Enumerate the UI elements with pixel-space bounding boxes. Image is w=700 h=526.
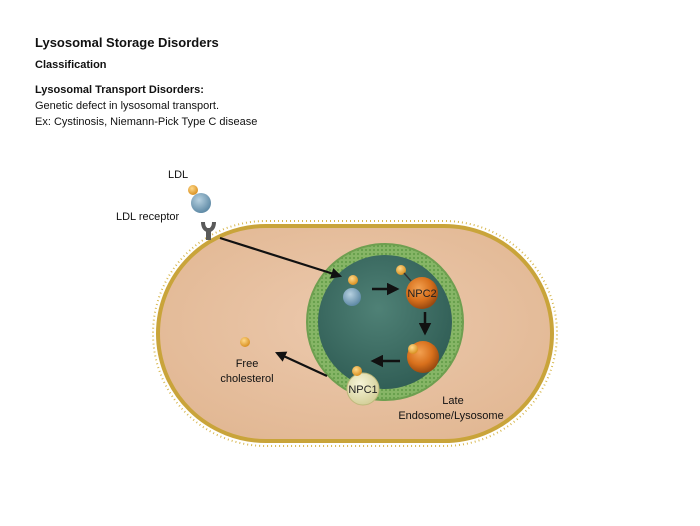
- lysosome-label-line2: Endosome/Lysosome: [398, 410, 503, 422]
- description-line: Genetic defect in lysosomal transport.: [35, 100, 220, 112]
- npc2-label: NPC2: [407, 288, 436, 300]
- npc1-protein-icon: [346, 372, 380, 406]
- ldl-receptor-stem: [206, 228, 211, 240]
- free-cholesterol-label-line1: Free: [236, 358, 259, 370]
- ldl-lysosome-icon: [343, 288, 361, 306]
- ldl-receptor-label: LDL receptor: [116, 211, 180, 223]
- cholesterol-ldl-icon: [348, 275, 358, 285]
- cholesterol-npc2-icon: [396, 265, 406, 275]
- example-line: Ex: Cystinosis, Niemann-Pick Type C dise…: [35, 116, 258, 128]
- page-title: Lysosomal Storage Disorders: [35, 35, 219, 50]
- plasma-membrane: [152, 220, 558, 447]
- ldl-particle-icon: [191, 193, 211, 213]
- lysosome-label-line1: Late: [442, 395, 463, 407]
- cholesterol-icon: [188, 185, 198, 195]
- npc2-protein-icon: [406, 277, 438, 309]
- npc1-label: NPC1: [348, 384, 377, 396]
- free-cholesterol-icon: [240, 337, 250, 347]
- page-subtitle: Classification: [35, 59, 107, 71]
- uptake-arrow: [219, 236, 343, 279]
- efflux-arrow: [275, 351, 328, 377]
- cholesterol-bound-icon: [408, 344, 418, 354]
- npc2-binding-line: [403, 272, 412, 282]
- cholesterol-npc1-icon: [352, 366, 362, 376]
- ldl-label: LDL: [168, 169, 188, 181]
- section-heading: Lysosomal Transport Disorders:: [35, 84, 204, 96]
- free-cholesterol-label-line2: cholesterol: [220, 373, 273, 385]
